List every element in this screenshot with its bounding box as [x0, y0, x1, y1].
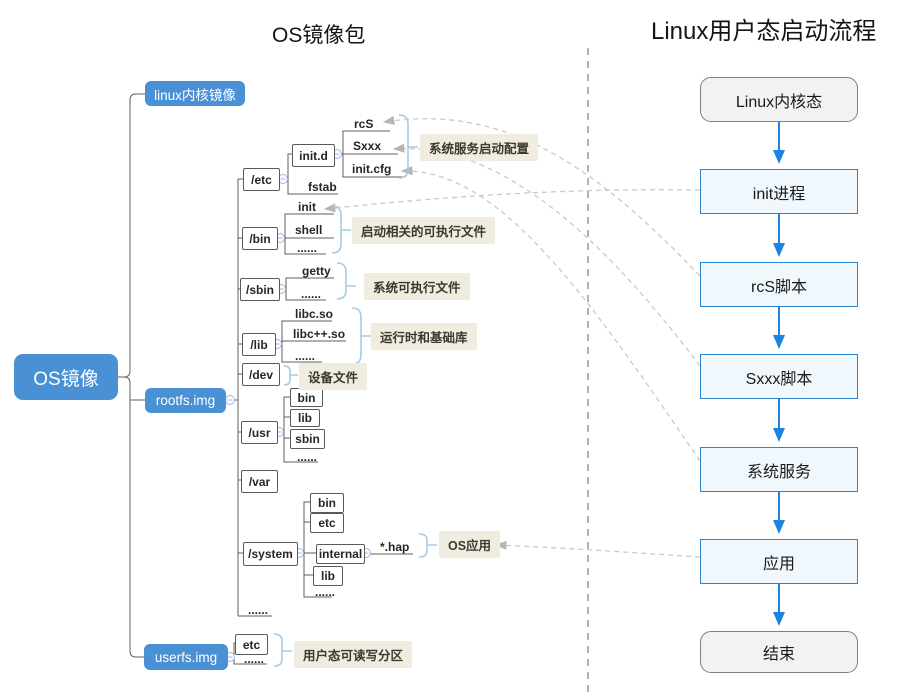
bracket-service-config — [398, 114, 418, 179]
flow-node-rcs-script: rcS脚本 — [700, 262, 858, 307]
node-dev-dir: /dev — [242, 363, 280, 386]
bracket-runtime-libs — [351, 307, 371, 365]
flow-node-linux-kernel-mode: Linux内核态 — [700, 77, 858, 122]
node-os-image: OS镜像 — [14, 354, 118, 400]
node-init: init — [298, 200, 316, 214]
node-rootfs-image: rootfs.img — [145, 388, 226, 413]
node-libc-so: libc.so — [295, 307, 334, 321]
annotation-os-app: OS应用 — [439, 531, 501, 558]
node-usr-lib: lib — [290, 409, 320, 427]
node-lib-dir: /lib — [242, 333, 276, 356]
node-userfs-etc: etc — [235, 634, 268, 655]
node-bin-dir: /bin — [242, 227, 278, 250]
node-rootfs-ellipsis: ...... — [248, 603, 269, 617]
bracket-user-rw — [273, 633, 292, 667]
node-getty: getty — [302, 264, 331, 278]
link-sxxxscript-to-sxxx — [392, 143, 701, 367]
title-os-package: OS镜像包 — [272, 24, 366, 47]
annotation-service-boot-config: 系统服务启动配置 — [420, 134, 539, 161]
flow-node-app: 应用 — [700, 539, 858, 584]
annotation-runtime-base-libs: 运行时和基础库 — [371, 323, 477, 350]
node-system-ellipsis: ...... — [315, 585, 336, 599]
link-initproc-to-init — [323, 189, 701, 213]
title-boot-flow: Linux用户态启动流程 — [651, 18, 877, 45]
node-init-d: init.d — [292, 144, 335, 167]
flow-node-init-process: init进程 — [700, 169, 858, 214]
flow-node-end: 结束 — [700, 631, 858, 673]
node-sbin-ellipsis: ...... — [301, 287, 322, 301]
dashed-links — [323, 115, 701, 558]
flow-node-sxxx-script: Sxxx脚本 — [700, 354, 858, 399]
annotation-brackets — [273, 114, 437, 667]
node-hap: *.hap — [380, 540, 410, 554]
link-app-to-osapp — [494, 540, 701, 558]
annotation-system-executables: 系统可执行文件 — [364, 273, 470, 300]
node-userfs-ellipsis: ...... — [244, 652, 265, 666]
node-usr-sbin: sbin — [290, 429, 325, 449]
node-sxxx: Sxxx — [353, 139, 382, 153]
annotation-user-rw-partition: 用户态可读写分区 — [294, 641, 413, 668]
annotation-boot-executables: 启动相关的可执行文件 — [352, 217, 496, 244]
node-bin-ellipsis: ...... — [297, 241, 318, 255]
node-system-internal: internal — [316, 544, 365, 564]
node-usr-ellipsis: ...... — [297, 450, 318, 464]
node-userfs-image: userfs.img — [144, 644, 228, 670]
node-system-bin: bin — [310, 493, 344, 513]
node-system-dir: /system — [243, 542, 298, 566]
bracket-os-app — [418, 533, 437, 558]
bracket-sys-exec — [336, 262, 356, 300]
node-system-lib: lib — [313, 566, 343, 586]
node-rcs: rcS — [354, 117, 374, 131]
node-kernel-image: linux内核镜像 — [145, 81, 245, 106]
node-init-cfg: init.cfg — [352, 162, 392, 176]
node-etc-dir: /etc — [243, 168, 280, 191]
annotation-device-files: 设备文件 — [299, 363, 368, 390]
node-libcpp-so: libc++.so — [293, 327, 346, 341]
node-fstab: fstab — [308, 180, 337, 194]
node-usr-dir: /usr — [241, 421, 278, 444]
flow-node-system-service: 系统服务 — [700, 447, 858, 492]
node-sbin-dir: /sbin — [240, 278, 280, 301]
node-lib-ellipsis: ...... — [295, 349, 316, 363]
bracket-boot-exec — [331, 205, 351, 254]
node-shell: shell — [295, 223, 323, 237]
link-sysservice-to-initcfg — [400, 166, 701, 462]
node-var-dir: /var — [241, 470, 278, 493]
node-usr-bin: bin — [290, 388, 323, 407]
link-rcsscript-to-rcs — [382, 115, 701, 277]
collapse-icon — [225, 395, 235, 405]
node-system-etc: etc — [310, 513, 344, 533]
bracket-device-files — [283, 365, 298, 386]
